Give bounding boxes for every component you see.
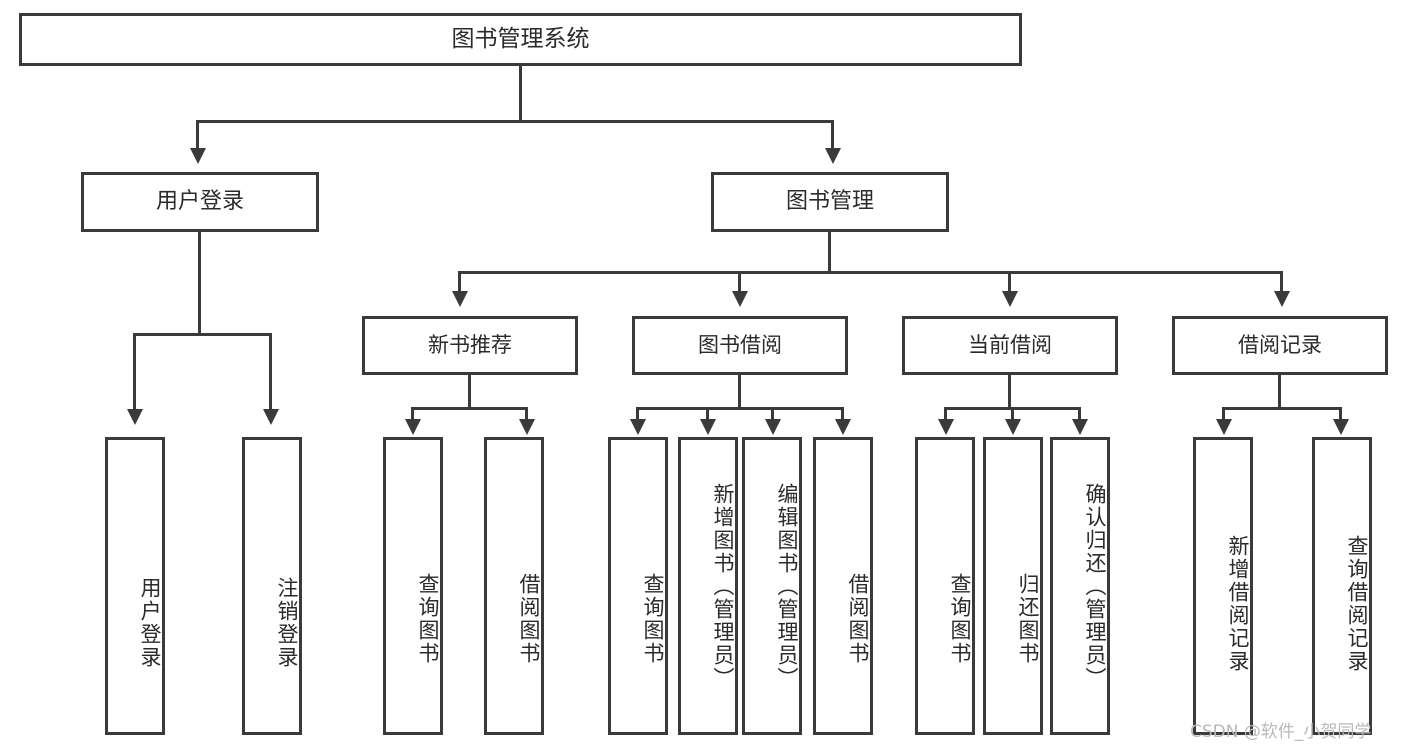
node-label: 图书借阅 bbox=[698, 333, 782, 358]
arrow-to-leaf-logout bbox=[263, 409, 279, 425]
arrow-to-leaf-return-book bbox=[1005, 419, 1021, 435]
node-label: 新书推荐 bbox=[428, 333, 512, 358]
node-label: 确认归还（管理员） bbox=[1083, 482, 1107, 690]
node-borrow-record[interactable]: 借阅记录 bbox=[1172, 316, 1388, 375]
leaf-query-book-recommend[interactable]: 查询图书 bbox=[383, 437, 443, 735]
connector-currentborrow-stem bbox=[1008, 375, 1011, 409]
leaf-return-book[interactable]: 归还图书 bbox=[983, 437, 1043, 735]
arrow-to-current-borrow bbox=[1002, 291, 1018, 307]
connector-root-drop-2 bbox=[831, 120, 834, 150]
node-root-system[interactable]: 图书管理系统 bbox=[19, 13, 1022, 66]
node-label: 归还图书 bbox=[1016, 573, 1040, 665]
connector-root-bar bbox=[196, 120, 833, 123]
connector-newbook-bar bbox=[411, 407, 528, 410]
arrow-to-new-book bbox=[452, 291, 468, 307]
leaf-query-book-current[interactable]: 查询图书 bbox=[915, 437, 975, 735]
node-book-management[interactable]: 图书管理 bbox=[711, 172, 949, 232]
connector-bookmgmt-stem bbox=[828, 232, 831, 273]
connector-bookmgmt-drop-4 bbox=[1280, 271, 1283, 293]
node-new-book-recommend[interactable]: 新书推荐 bbox=[362, 316, 578, 375]
node-book-borrow[interactable]: 图书借阅 bbox=[632, 316, 848, 375]
node-label: 图书管理系统 bbox=[451, 25, 590, 52]
node-label: 查询图书 bbox=[641, 573, 665, 665]
arrow-to-leaf-borrow-book-2 bbox=[835, 419, 851, 435]
arrow-to-leaf-query-record bbox=[1333, 419, 1349, 435]
node-label: 借阅记录 bbox=[1238, 333, 1322, 358]
leaf-borrow-book[interactable]: 借阅图书 bbox=[813, 437, 873, 735]
node-label: 查询图书 bbox=[948, 573, 972, 665]
leaf-user-login[interactable]: 用户登录 bbox=[105, 437, 165, 735]
node-label: 借阅图书 bbox=[846, 573, 870, 665]
connector-userlogin-stem bbox=[198, 232, 201, 335]
connector-bookmgmt-drop-2 bbox=[738, 271, 741, 293]
connector-root-drop-1 bbox=[196, 120, 199, 150]
leaf-confirm-return[interactable]: 确认归还（管理员） bbox=[1050, 437, 1110, 735]
connector-bookborrow-bar bbox=[636, 407, 844, 410]
leaf-query-borrow-record[interactable]: 查询借阅记录 bbox=[1312, 437, 1372, 735]
arrow-to-leaf-edit-book bbox=[765, 419, 781, 435]
node-label: 当前借阅 bbox=[968, 333, 1052, 358]
connector-bookborrow-drop-2 bbox=[706, 407, 709, 421]
arrow-to-leaf-borrow-book-1 bbox=[519, 419, 535, 435]
leaf-edit-book[interactable]: 编辑图书（管理员） bbox=[742, 437, 802, 735]
connector-bookmgmt-drop-1 bbox=[458, 271, 461, 293]
leaf-add-borrow-record[interactable]: 新增借阅记录 bbox=[1193, 437, 1253, 735]
leaf-query-book-borrow[interactable]: 查询图书 bbox=[608, 437, 668, 735]
arrow-to-borrow-record bbox=[1274, 291, 1290, 307]
connector-bookborrow-drop-4 bbox=[841, 407, 844, 421]
arrow-to-leaf-query-book-3 bbox=[938, 419, 954, 435]
connector-userlogin-drop-1 bbox=[133, 333, 136, 411]
node-label: 用户登录 bbox=[138, 577, 162, 669]
node-label: 新增图书（管理员） bbox=[711, 482, 735, 690]
connector-borrowrecord-stem bbox=[1278, 375, 1281, 409]
node-current-borrow[interactable]: 当前借阅 bbox=[902, 316, 1118, 375]
connector-currentborrow-drop-3 bbox=[1078, 407, 1081, 421]
arrow-to-leaf-query-book-2 bbox=[630, 419, 646, 435]
node-label: 用户登录 bbox=[155, 189, 244, 215]
node-label: 图书管理 bbox=[785, 189, 874, 215]
arrow-to-leaf-add-record bbox=[1216, 419, 1232, 435]
arrow-to-user-login bbox=[190, 148, 206, 164]
connector-bookmgmt-drop-3 bbox=[1008, 271, 1011, 293]
connector-borrowrecord-bar bbox=[1222, 407, 1342, 410]
connector-bookborrow-drop-3 bbox=[771, 407, 774, 421]
arrow-to-book-manage bbox=[825, 148, 841, 164]
connector-currentborrow-drop-1 bbox=[944, 407, 947, 421]
arrow-to-leaf-add-book bbox=[700, 419, 716, 435]
node-label: 编辑图书（管理员） bbox=[775, 482, 799, 690]
connector-bookborrow-stem bbox=[738, 375, 741, 409]
node-label: 注销登录 bbox=[275, 577, 299, 669]
node-label: 借阅图书 bbox=[517, 573, 541, 665]
connector-bookmgmt-bar bbox=[458, 271, 1283, 274]
connector-userlogin-drop-2 bbox=[269, 333, 272, 411]
connector-newbook-drop-2 bbox=[525, 407, 528, 421]
node-user-login[interactable]: 用户登录 bbox=[81, 172, 319, 232]
arrow-to-book-borrow bbox=[732, 291, 748, 307]
connector-borrowrecord-drop-1 bbox=[1222, 407, 1225, 421]
node-label: 查询借阅记录 bbox=[1345, 535, 1369, 673]
connector-borrowrecord-drop-2 bbox=[1339, 407, 1342, 421]
leaf-borrow-book-recommend[interactable]: 借阅图书 bbox=[484, 437, 544, 735]
connector-root-stem bbox=[519, 66, 522, 122]
connector-newbook-drop-1 bbox=[411, 407, 414, 421]
connector-currentborrow-drop-2 bbox=[1011, 407, 1014, 421]
arrow-to-leaf-user-login bbox=[127, 409, 143, 425]
arrow-to-leaf-query-book-1 bbox=[405, 419, 421, 435]
leaf-add-book[interactable]: 新增图书（管理员） bbox=[678, 437, 738, 735]
leaf-logout[interactable]: 注销登录 bbox=[242, 437, 302, 735]
connector-newbook-stem bbox=[468, 375, 471, 409]
node-label: 查询图书 bbox=[416, 573, 440, 665]
connector-bookborrow-drop-1 bbox=[636, 407, 639, 421]
arrow-to-leaf-confirm-return bbox=[1072, 419, 1088, 435]
node-label: 新增借阅记录 bbox=[1226, 535, 1250, 673]
connector-userlogin-bar bbox=[133, 333, 272, 336]
